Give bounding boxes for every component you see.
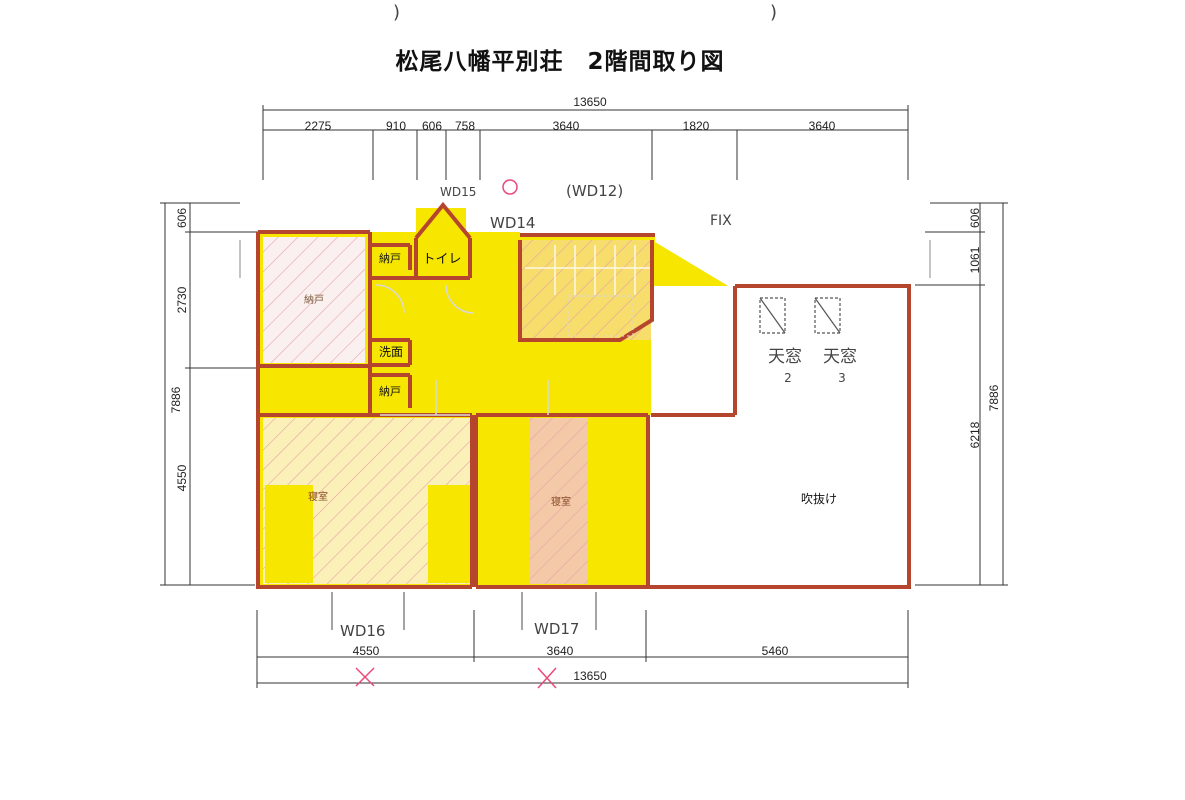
page-title: 松尾八幡平別荘 2階間取り図	[395, 49, 725, 75]
side-windows	[239, 240, 931, 278]
label-toilet: トイレ	[422, 252, 461, 267]
left-dim-3: 4550	[175, 464, 189, 491]
bottom-dim-2: 3640	[547, 644, 574, 658]
note-wd16: WD16	[340, 622, 385, 640]
door-swings	[375, 284, 549, 416]
left-dim-1: 606	[175, 208, 189, 228]
note-wd17: WD17	[534, 620, 579, 638]
right-total-dim: 7886	[987, 384, 1001, 411]
bottom-total-dim: 13650	[573, 669, 607, 683]
top-dimensions	[262, 105, 909, 180]
note-wd15: WD15	[440, 185, 476, 199]
right-dim-3: 6218	[968, 421, 982, 448]
label-bedroom-west: 寝室	[308, 490, 328, 503]
left-dim-2: 2730	[175, 286, 189, 313]
furniture-east	[428, 485, 470, 583]
label-storage-nw: 納戸	[304, 293, 324, 306]
bottom-dim-1: 4550	[353, 644, 380, 658]
skylight-note-1: 天窓	[768, 347, 802, 367]
top-total-dim: 13650	[573, 95, 607, 109]
label-bedroom-mid: 寝室	[551, 495, 571, 508]
bottom-dim-3: 5460	[762, 644, 789, 658]
label-closet-1: 納戸	[379, 252, 401, 265]
stair-treads	[525, 245, 650, 295]
bedroom-mid-hatch	[530, 418, 588, 584]
top-dim-2: 910	[386, 119, 406, 133]
top-dim-4: 758	[455, 119, 475, 133]
skylight-num-1: 2	[784, 371, 792, 385]
top-dim-7: 3640	[809, 119, 836, 133]
top-dim-1: 2275	[305, 119, 332, 133]
scan-mark-left: )	[393, 2, 401, 23]
furniture-west	[265, 485, 313, 583]
right-dimensions	[915, 202, 1008, 586]
skylights	[759, 297, 841, 334]
walls	[256, 201, 911, 589]
right-dim-2: 1061	[968, 246, 982, 273]
top-dim-5: 3640	[553, 119, 580, 133]
stair-landing	[567, 295, 634, 337]
note-fix: FIX	[710, 213, 732, 229]
storage-nw-hatch	[263, 237, 365, 363]
label-washroom: 洗面	[379, 345, 403, 359]
window-brackets	[331, 592, 597, 630]
bottom-dimensions	[256, 610, 909, 688]
void-area	[651, 286, 909, 584]
mark-circle	[502, 179, 518, 195]
skylight-num-2: 3	[838, 371, 846, 385]
label-void: 吹抜け	[801, 492, 837, 506]
skylight-note-2: 天窓	[823, 347, 857, 367]
left-total-dim: 7886	[169, 386, 183, 413]
left-dimensions	[160, 202, 258, 586]
note-wd12: (WD12)	[566, 182, 623, 200]
top-dim-6: 1820	[683, 119, 710, 133]
note-wd14: WD14	[490, 214, 535, 232]
scan-mark-right: )	[770, 2, 778, 23]
red-x-marks	[355, 667, 557, 689]
stair-hatch	[520, 240, 652, 340]
label-closet-2: 納戸	[379, 385, 401, 398]
right-dim-1: 606	[968, 208, 982, 228]
top-dim-3: 606	[422, 119, 442, 133]
